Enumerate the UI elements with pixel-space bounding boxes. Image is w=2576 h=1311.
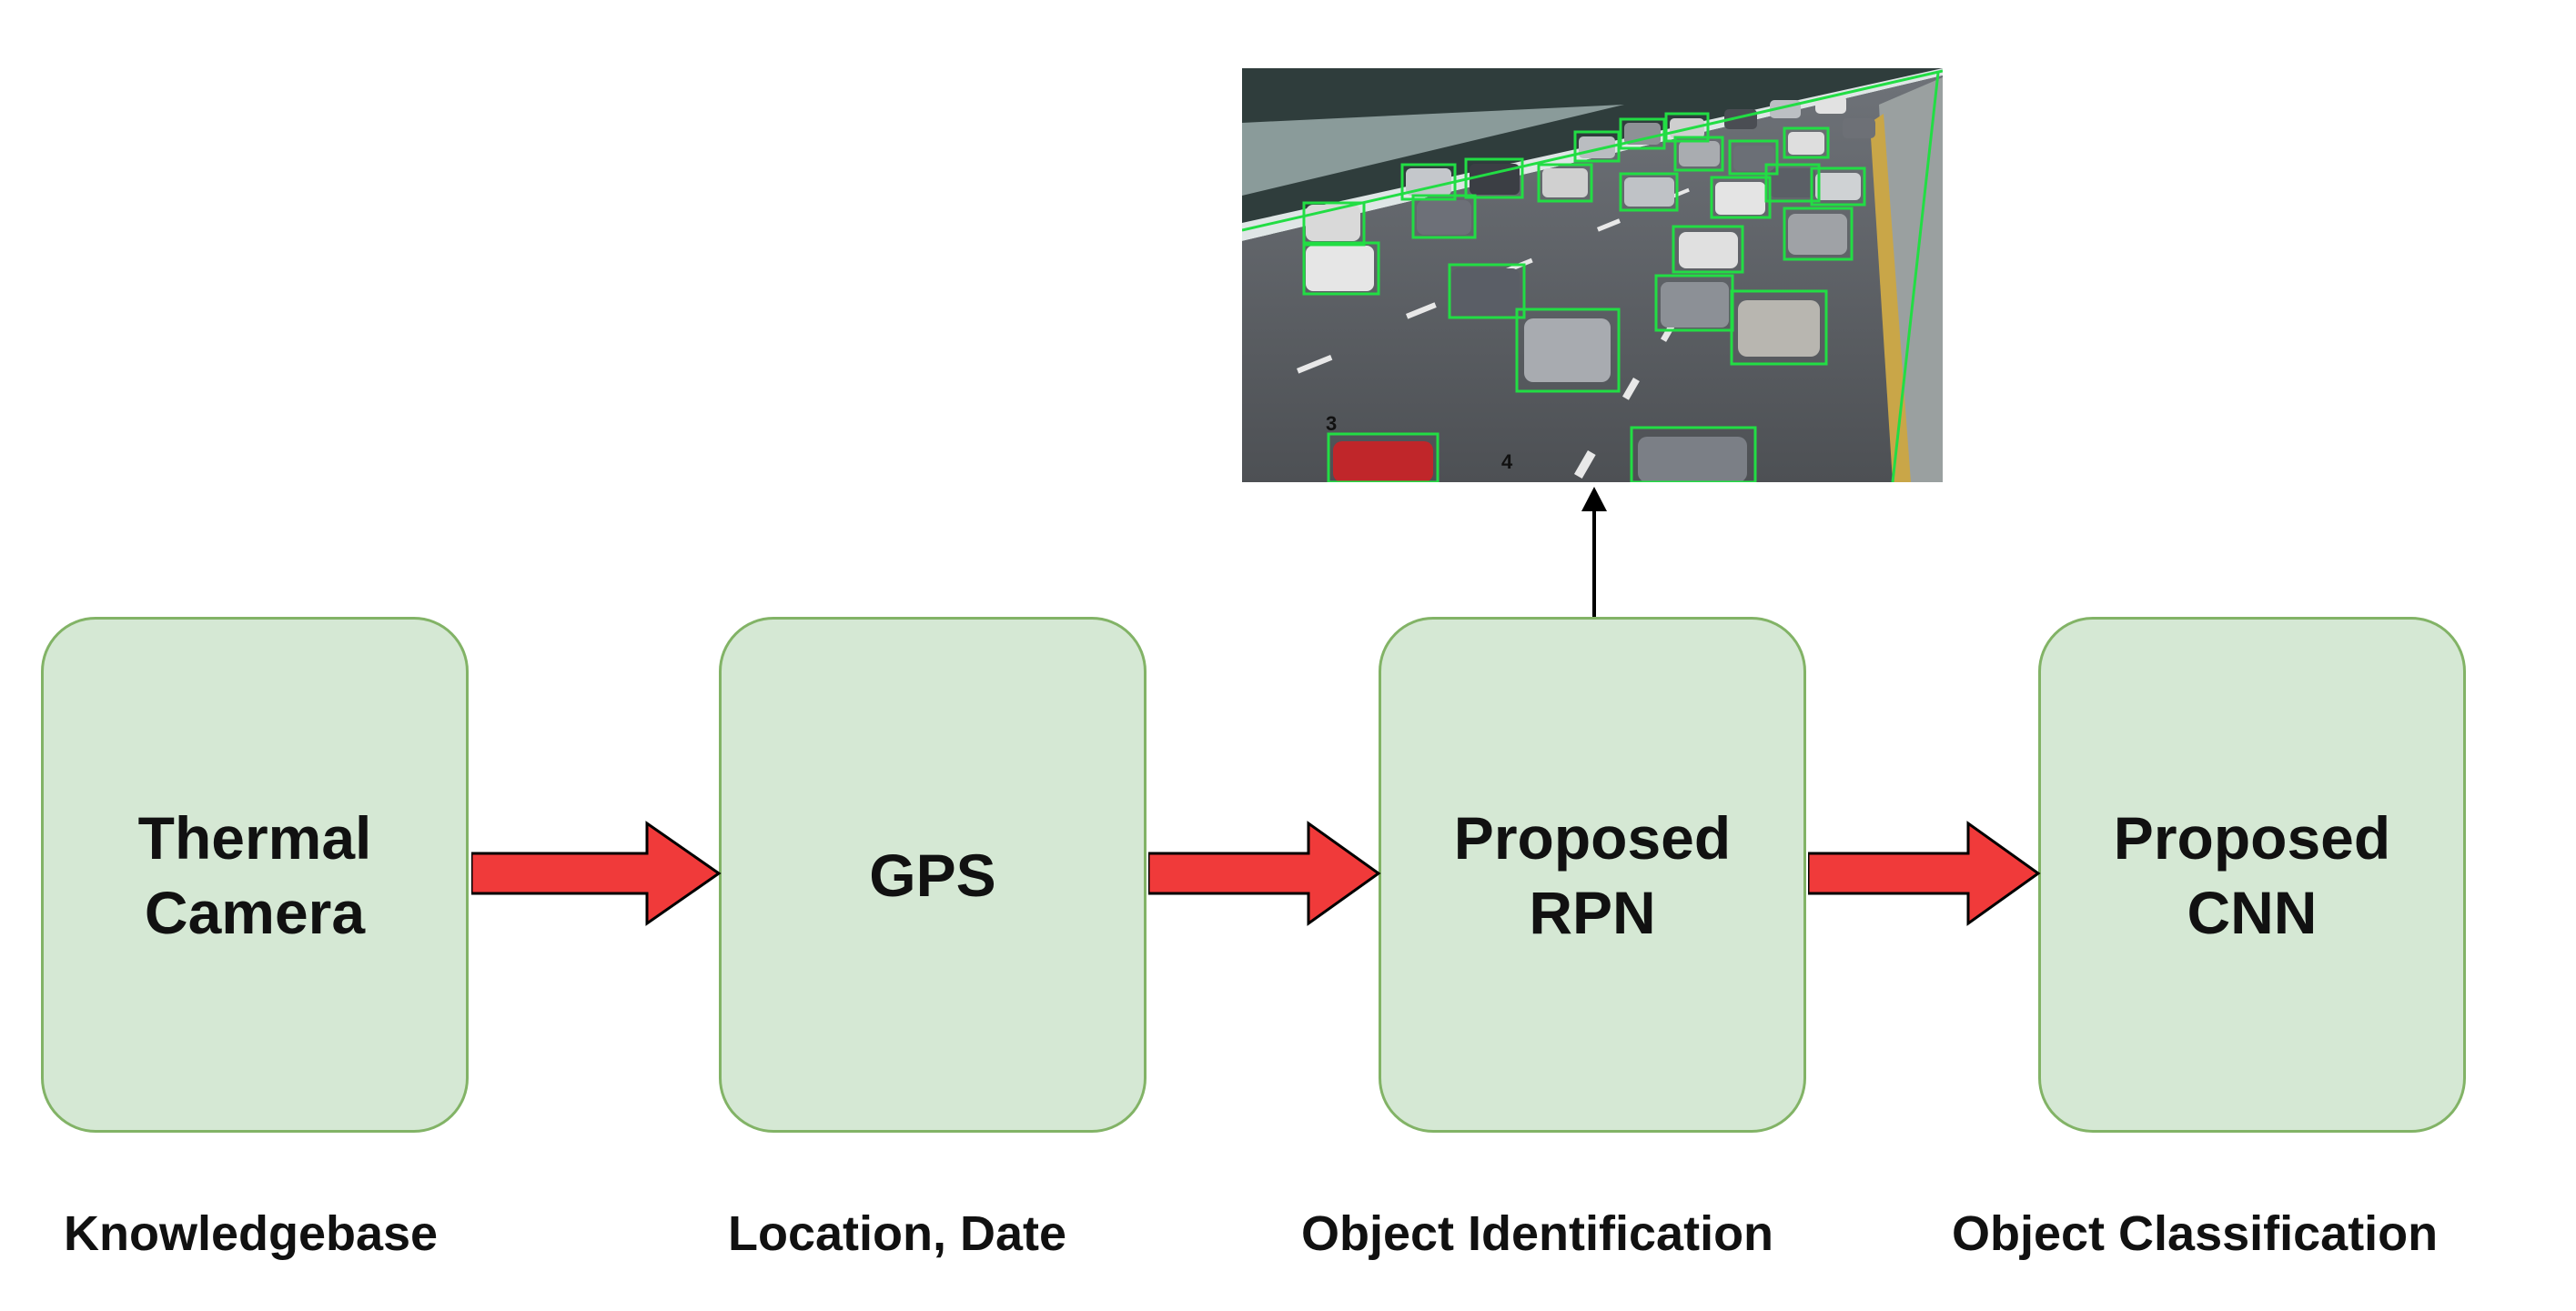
gps-label: GPS <box>869 841 996 909</box>
arrow-rpn-to-cnn <box>1808 821 2041 926</box>
up-arrow-head <box>1581 487 1607 511</box>
proposed-cnn-box: Proposed CNN <box>2038 617 2466 1133</box>
image-label-4: 4 <box>1501 450 1513 473</box>
proposed-rpn-label: Proposed RPN <box>1453 803 1732 946</box>
arrow-camera-to-gps <box>471 821 722 926</box>
gps-box: GPS <box>719 617 1147 1133</box>
caption-location-date: Location, Date <box>728 1206 1067 1261</box>
proposed-rpn-box: Proposed RPN <box>1379 617 1806 1133</box>
caption-object-identification: Object Identification <box>1301 1206 1774 1261</box>
thermal-camera-label: Thermal Camera <box>137 803 372 946</box>
image-label-3: 3 <box>1326 412 1337 435</box>
caption-object-classification: Object Classification <box>1952 1206 2439 1261</box>
arrow-gps-to-rpn <box>1148 821 1381 926</box>
proposed-cnn-label: Proposed CNN <box>2113 803 2391 946</box>
caption-knowledgebase: Knowledgebase <box>64 1206 439 1261</box>
thermal-camera-box: Thermal Camera <box>41 617 469 1133</box>
object-detection-image: 3 4 <box>1242 68 1943 482</box>
